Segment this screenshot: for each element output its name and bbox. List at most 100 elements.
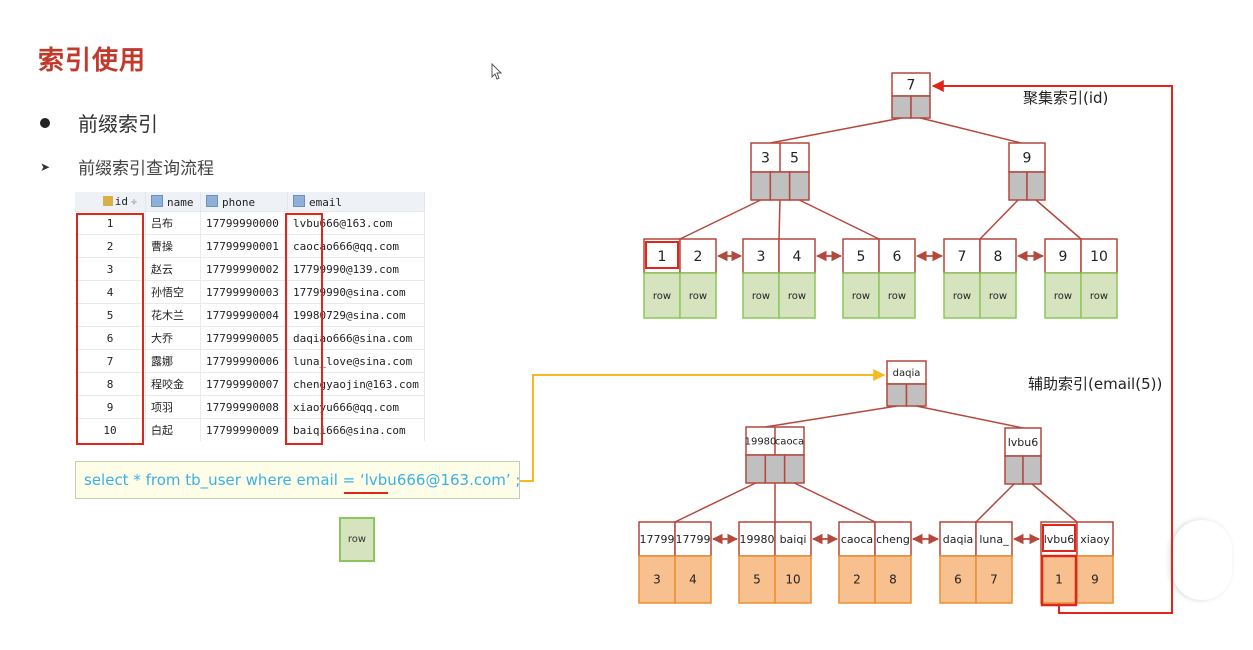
cell-id[interactable]: 2 bbox=[75, 234, 146, 258]
cell-phone[interactable]: 17799990004 bbox=[200, 303, 288, 327]
leaf-key-cell bbox=[939, 521, 977, 557]
node-pointer bbox=[905, 383, 927, 407]
cell-id[interactable]: 1 bbox=[75, 211, 146, 235]
cell-phone[interactable]: 17799990003 bbox=[200, 280, 288, 304]
leaf-payload: row bbox=[653, 291, 671, 302]
leaf-payload-cell bbox=[679, 272, 717, 319]
tree-edge bbox=[975, 483, 1015, 523]
cell-name[interactable]: 孙悟空 bbox=[145, 280, 201, 304]
leaf-key: 17799 bbox=[676, 533, 711, 546]
secondary-root-node: daqia bbox=[886, 360, 927, 407]
node-pointer bbox=[891, 95, 912, 119]
cell-id[interactable]: 8 bbox=[75, 372, 146, 396]
clustered-internal-node: 9 bbox=[1008, 142, 1046, 201]
leaf-payload: row bbox=[752, 291, 770, 302]
node-key: 5 bbox=[790, 150, 799, 166]
id-column-highlight bbox=[76, 213, 144, 445]
sort-icon[interactable]: ÷ bbox=[130, 197, 137, 208]
cell-phone[interactable]: 17799990002 bbox=[200, 257, 288, 281]
node-pointer bbox=[1008, 171, 1028, 201]
bullet-item: 前缀索引 bbox=[38, 108, 158, 137]
node-pointer bbox=[788, 171, 810, 201]
secondary-leaf-node: 17799 3 17799 4 bbox=[638, 521, 712, 604]
column-header-email[interactable]: email bbox=[287, 192, 425, 212]
leaf-payload: 3 bbox=[653, 573, 661, 587]
leaf-payload-cell bbox=[939, 555, 977, 604]
cell-phone[interactable]: 17799990009 bbox=[200, 418, 288, 441]
column-header-name[interactable]: name bbox=[145, 192, 201, 212]
cell-id[interactable]: 10 bbox=[75, 418, 146, 441]
leaf-key: 5 bbox=[857, 249, 866, 265]
bullet-text: 前缀索引 bbox=[78, 112, 158, 136]
tree-edge bbox=[769, 117, 902, 144]
cell-name[interactable]: 露娜 bbox=[145, 349, 201, 373]
leaf-payload-cell bbox=[878, 272, 916, 319]
node-key: 7 bbox=[907, 77, 916, 93]
column-icon bbox=[293, 194, 305, 207]
cell-name[interactable]: 赵云 bbox=[145, 257, 201, 281]
cell-phone[interactable]: 17799990005 bbox=[200, 326, 288, 350]
page-title: 索引使用 bbox=[38, 46, 147, 76]
prefix-underline bbox=[344, 492, 388, 494]
leaf-payload: row bbox=[689, 291, 707, 302]
node-key-area bbox=[1004, 427, 1042, 457]
node-key: 19980 bbox=[745, 437, 777, 448]
node-key: daqia bbox=[893, 368, 921, 379]
cell-name[interactable]: 大乔 bbox=[145, 326, 201, 350]
leaf-payload-cell bbox=[774, 555, 812, 604]
cell-name[interactable]: 程咬金 bbox=[145, 372, 201, 396]
arrow-bullet-icon: ➤ bbox=[40, 159, 51, 174]
tree-edge bbox=[799, 199, 880, 240]
column-header-id[interactable]: id÷ bbox=[75, 192, 146, 212]
node-pointer bbox=[769, 171, 791, 201]
leaf-key-cell bbox=[975, 521, 1013, 557]
table-header: id÷ name phone email bbox=[75, 192, 425, 212]
leaf-payload: 10 bbox=[785, 573, 800, 587]
leaf-key-cell bbox=[943, 238, 981, 274]
leaf-key: 9 bbox=[1059, 249, 1068, 265]
result-row: row bbox=[339, 517, 375, 562]
cell-id[interactable]: 5 bbox=[75, 303, 146, 327]
cell-id[interactable]: 3 bbox=[75, 257, 146, 281]
leaf-key: 17799 bbox=[640, 533, 675, 546]
column-header-phone[interactable]: phone bbox=[200, 192, 288, 212]
leaf-key-cell bbox=[878, 238, 916, 274]
leaf-payload: row bbox=[953, 291, 971, 302]
leaf-payload-cell bbox=[874, 555, 912, 604]
node-pointer bbox=[1026, 171, 1046, 201]
cell-phone[interactable]: 17799990006 bbox=[200, 349, 288, 373]
node-pointer bbox=[1004, 455, 1024, 485]
cell-id[interactable]: 7 bbox=[75, 349, 146, 373]
tree-edge bbox=[674, 482, 756, 523]
cell-id[interactable]: 4 bbox=[75, 280, 146, 304]
cell-name[interactable]: 项羽 bbox=[145, 395, 201, 419]
leaf-payload: 8 bbox=[889, 573, 897, 587]
cell-phone[interactable]: 17799990000 bbox=[200, 211, 288, 235]
cell-name[interactable]: 花木兰 bbox=[145, 303, 201, 327]
cell-phone[interactable]: 17799990001 bbox=[200, 234, 288, 258]
side-panel-handle[interactable] bbox=[1172, 520, 1232, 600]
leaf-payload: 4 bbox=[689, 573, 697, 587]
leaf-payload-cell bbox=[742, 272, 780, 319]
tree-edge bbox=[920, 117, 1022, 144]
sub-item: ➤ 前缀索引查询流程 bbox=[38, 154, 214, 179]
leaf-key: 3 bbox=[757, 249, 766, 265]
clustered-index-label: 聚集索引(id) bbox=[1023, 89, 1108, 107]
cell-name[interactable]: 白起 bbox=[145, 418, 201, 441]
cell-phone[interactable]: 17799990007 bbox=[200, 372, 288, 396]
leaf-payload: 7 bbox=[990, 573, 998, 587]
cell-phone[interactable]: 17799990008 bbox=[200, 395, 288, 419]
node-key: caoca bbox=[775, 437, 804, 448]
leaf-payload-cell bbox=[1040, 555, 1078, 604]
cell-id[interactable]: 9 bbox=[75, 395, 146, 419]
leaf-payload: row bbox=[1054, 291, 1072, 302]
cell-id[interactable]: 6 bbox=[75, 326, 146, 350]
cell-name[interactable]: 吕布 bbox=[145, 211, 201, 235]
leaf-key: cheng bbox=[876, 533, 910, 546]
cell-name[interactable]: 曹操 bbox=[145, 234, 201, 258]
